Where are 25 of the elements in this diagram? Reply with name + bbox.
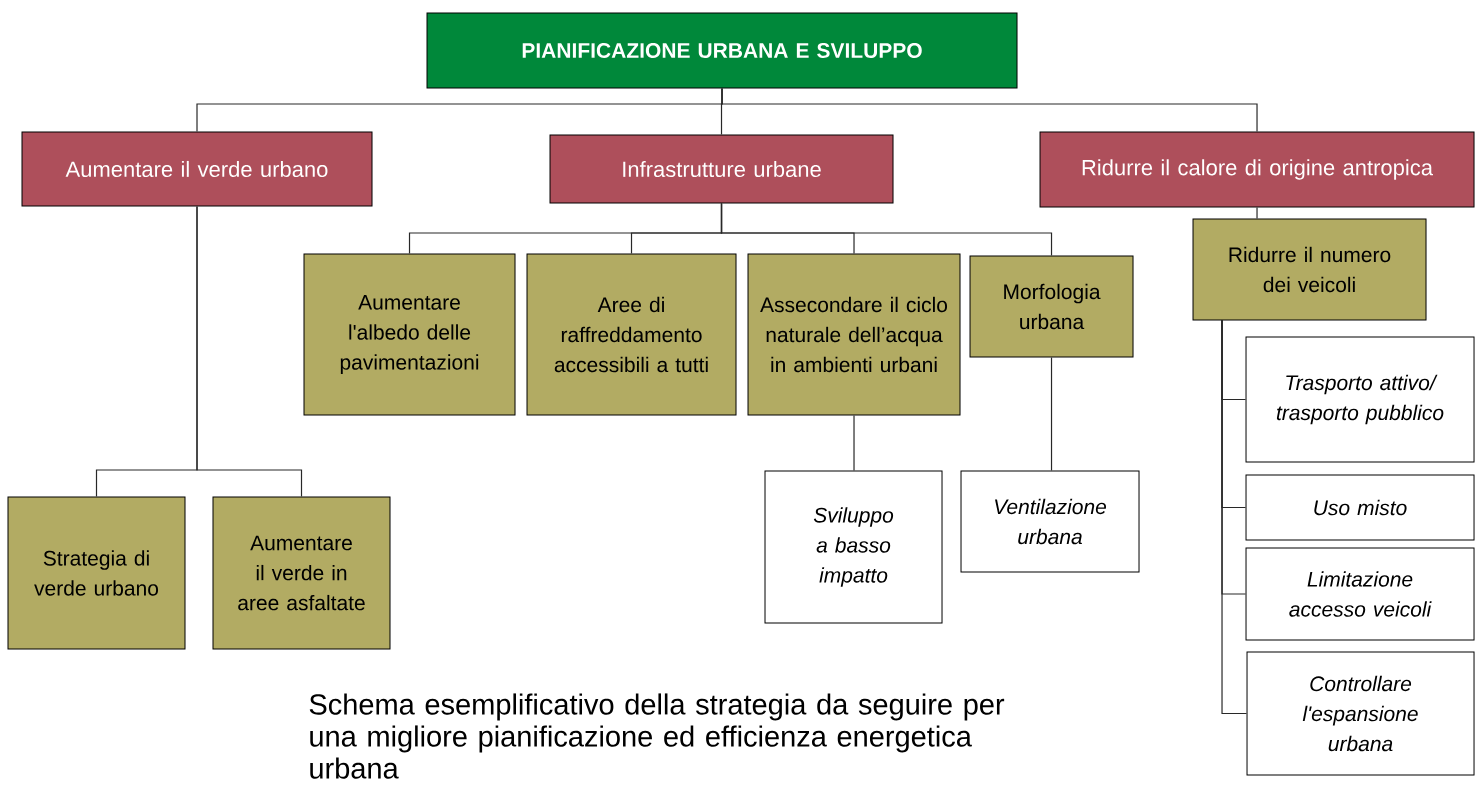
connector-line: [853, 414, 855, 472]
connector-line: [196, 205, 303, 498]
connector-line: [1221, 319, 1248, 715]
connector-line: [1256, 206, 1258, 220]
strategy-box: Strategia di verde urbano: [7, 496, 186, 650]
connector-line: [720, 202, 1053, 257]
title-box: PIANIFICAZIONE URBANA E SVILUPPO: [426, 12, 1018, 89]
connector-line: [1050, 356, 1053, 472]
action-box: Uso misto: [1245, 474, 1475, 541]
category-box: Ridurre il calore di origine antropica: [1039, 131, 1475, 208]
strategy-box: Aumentare il verde in aree asfaltate: [212, 496, 391, 650]
strategy-box: Assecondare il ciclo naturale dell’acqua in ambienti urbani: [747, 253, 961, 416]
action-box: Ventilazione urbana: [960, 470, 1140, 573]
connector-line: [721, 87, 1258, 133]
action-box: Sviluppo a basso impatto: [764, 470, 943, 624]
action-box: Controllare l'espansione urbana: [1246, 651, 1475, 776]
category-box: Infrastrutture urbane: [549, 134, 894, 204]
strategy-box: Aumentare l'albedo delle pavimentazioni: [303, 253, 516, 416]
strategy-box: Aree di raffreddamento accessibili a tutti: [526, 253, 737, 416]
action-box: Limitazione accesso veicoli: [1245, 547, 1475, 641]
caption-text: Schema esemplificativo della strategia da seguire per una migliore pianificazione ed efficienza energetica urbana: [309, 693, 1005, 779]
strategy-box: Ridurre il numero dei veicoli: [1192, 218, 1427, 321]
strategy-box: Morfologia urbana: [969, 255, 1134, 358]
category-box: Aumentare il verde urbano: [21, 131, 373, 207]
action-box: Trasporto attivo/ trasporto pubblico: [1245, 336, 1475, 463]
